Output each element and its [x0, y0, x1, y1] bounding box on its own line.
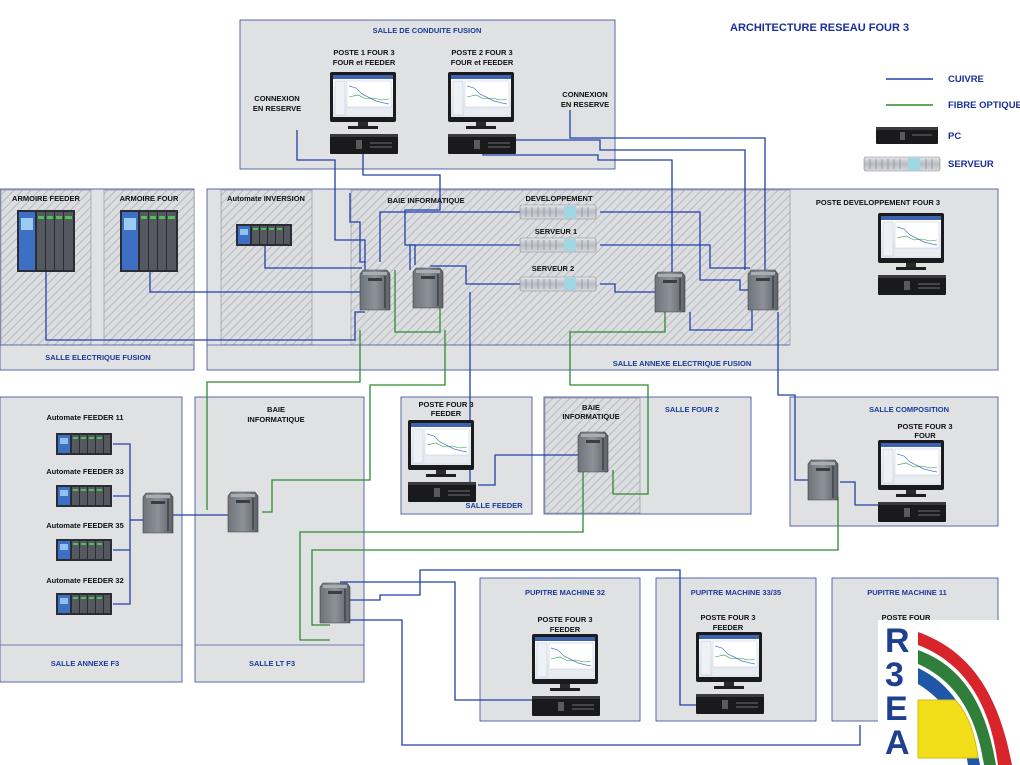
label-baie-lt-l2: INFORMATIQUE: [247, 415, 304, 424]
room-label-salle-electrique: SALLE ELECTRIQUE FUSION: [45, 353, 150, 362]
label-poste-p11-l1: POSTE FOUR: [882, 613, 931, 622]
room-salle-lt-f3: [194, 396, 365, 683]
label-poste2-l2: FOUR et FEEDER: [451, 58, 514, 67]
diagram-title: ARCHITECTURE RESEAU FOUR 3: [730, 22, 909, 34]
pc-pupitre-32: [531, 633, 601, 717]
server-serveur-1: [519, 237, 597, 253]
legend-cuivre-label: CUIVRE: [948, 74, 984, 85]
pc-poste-2-four-3: [447, 71, 517, 155]
armoire-feeder-cabinet: [17, 210, 75, 272]
legend-pc-label: PC: [948, 131, 961, 142]
room-label-salle-composition: SALLE COMPOSITION: [869, 405, 949, 414]
label-poste-comp-l1: POSTE FOUR 3: [897, 422, 952, 431]
room-label-pupitre-33-35: PUPITRE MACHINE 33/35: [691, 588, 781, 597]
label-baie-f2-l1: BAIE: [582, 403, 600, 412]
label-connexion-reserve-2: CONNEXION: [562, 90, 607, 99]
legend: CUIVRE FIBRE OPTIQUE PC SERVEUR: [863, 74, 1020, 172]
automate-inversion-plc: [236, 224, 292, 246]
legend-serveur-label: SERVEUR: [948, 159, 994, 170]
pc-poste-four-3-feeder: [407, 419, 477, 503]
logo-letter-3: 3: [885, 656, 904, 694]
legend-serveur-icon: [863, 156, 941, 172]
label-baie-lt-l1: BAIE: [267, 405, 285, 414]
server-developpement: [519, 204, 597, 220]
label-poste-comp-l2: FOUR: [914, 431, 936, 440]
label-connexion-reserve-1b: EN RESERVE: [253, 104, 301, 113]
room-label-salle-conduite: SALLE DE CONDUITE FUSION: [373, 26, 482, 35]
room-label-salle-annexe-f3: SALLE ANNEXE F3: [51, 659, 119, 668]
automate-feeder-11-plc: [56, 433, 112, 455]
label-automate-feeder-11: Automate FEEDER 11: [46, 413, 123, 422]
label-automate-feeder-35: Automate FEEDER 35: [46, 521, 124, 530]
label-poste-p3335-l1: POSTE FOUR 3: [700, 613, 755, 622]
room-salle-conduite-fusion: [239, 19, 616, 170]
label-automate-inversion: Automate INVERSION: [227, 194, 305, 203]
label-connexion-reserve-2b: EN RESERVE: [561, 100, 609, 109]
legend-fibre-label: FIBRE OPTIQUE: [948, 100, 1020, 111]
switch-baie-four-2: [577, 431, 609, 473]
pc-poste-four-3-four: [877, 439, 947, 523]
automate-feeder-32-plc: [56, 593, 112, 615]
label-baie-informatique: BAIE INFORMATIQUE: [387, 196, 464, 205]
pc-pupitre-33-35: [695, 631, 765, 715]
r3ea-logo: R 3 E A: [878, 620, 1020, 765]
label-poste-p3335-l2: FEEDER: [713, 623, 744, 632]
switch-lt-f3-lower: [319, 582, 351, 624]
label-poste1-l2: FOUR et FEEDER: [333, 58, 396, 67]
switch-baie-3: [654, 271, 686, 313]
label-poste-feeder-l1: POSTE FOUR 3: [418, 400, 473, 409]
room-label-pupitre-32: PUPITRE MACHINE 32: [525, 588, 605, 597]
switch-salle-composition: [807, 459, 839, 501]
label-armoire-feeder: ARMOIRE FEEDER: [12, 194, 81, 203]
pc-poste-1-four-3: [329, 71, 399, 155]
label-serveur-2: SERVEUR 2: [532, 264, 574, 273]
room-label-salle-lt-f3: SALLE LT F3: [249, 659, 295, 668]
label-poste-developpement: POSTE DEVELOPPEMENT FOUR 3: [816, 198, 940, 207]
label-serveur-1: SERVEUR 1: [535, 227, 577, 236]
switch-salle-annexe-f3: [142, 492, 174, 534]
label-connexion-reserve-1: CONNEXION: [254, 94, 299, 103]
room-label-pupitre-11: PUPITRE MACHINE 11: [867, 588, 947, 597]
label-poste-p32-l1: POSTE FOUR 3: [537, 615, 592, 624]
automate-feeder-35-plc: [56, 539, 112, 561]
legend-pc-icon: [876, 127, 938, 144]
logo-letter-a: A: [885, 724, 910, 762]
switch-baie-4: [747, 269, 779, 311]
switch-baie-lt-f3: [227, 491, 259, 533]
label-automate-feeder-33: Automate FEEDER 33: [46, 467, 124, 476]
switch-baie-2: [412, 267, 444, 309]
label-armoire-four: ARMOIRE FOUR: [120, 194, 179, 203]
label-poste1-l1: POSTE 1 FOUR 3: [333, 48, 394, 57]
fiber-links: [206, 270, 839, 641]
label-developpement: DEVELOPPEMENT: [525, 194, 593, 203]
server-serveur-2: [519, 276, 597, 292]
label-automate-feeder-32: Automate FEEDER 32: [46, 576, 124, 585]
room-label-salle-four-2: SALLE FOUR 2: [665, 405, 719, 414]
switch-baie-1: [359, 269, 391, 311]
label-poste-feeder-l2: FEEDER: [431, 409, 462, 418]
armoire-four-cabinet: [120, 210, 178, 272]
logo-letter-r: R: [885, 622, 910, 660]
label-poste-p32-l2: FEEDER: [550, 625, 581, 634]
label-baie-f2-l2: INFORMATIQUE: [562, 412, 619, 421]
logo-letter-e: E: [885, 690, 908, 728]
label-poste2-l1: POSTE 2 FOUR 3: [451, 48, 512, 57]
room-label-salle-annexe-electrique: SALLE ANNEXE ELECTRIQUE FUSION: [613, 359, 751, 368]
pc-poste-developpement: [877, 212, 947, 296]
room-label-salle-feeder: SALLE FEEDER: [465, 501, 523, 510]
automate-feeder-33-plc: [56, 485, 112, 507]
